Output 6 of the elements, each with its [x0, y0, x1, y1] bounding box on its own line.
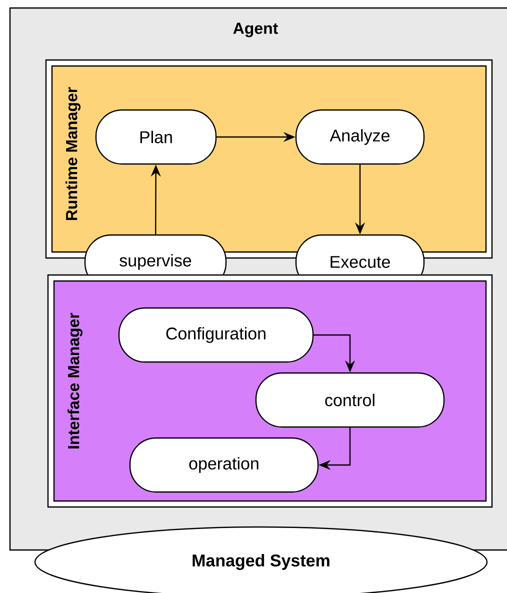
- process-box: operation: [129, 437, 319, 493]
- process-box: control: [255, 372, 445, 428]
- process-box: Plan: [95, 109, 217, 165]
- node-label: Managed System: [192, 554, 330, 570]
- process-box: Configuration: [118, 307, 314, 363]
- process-box: Analyze: [295, 109, 425, 165]
